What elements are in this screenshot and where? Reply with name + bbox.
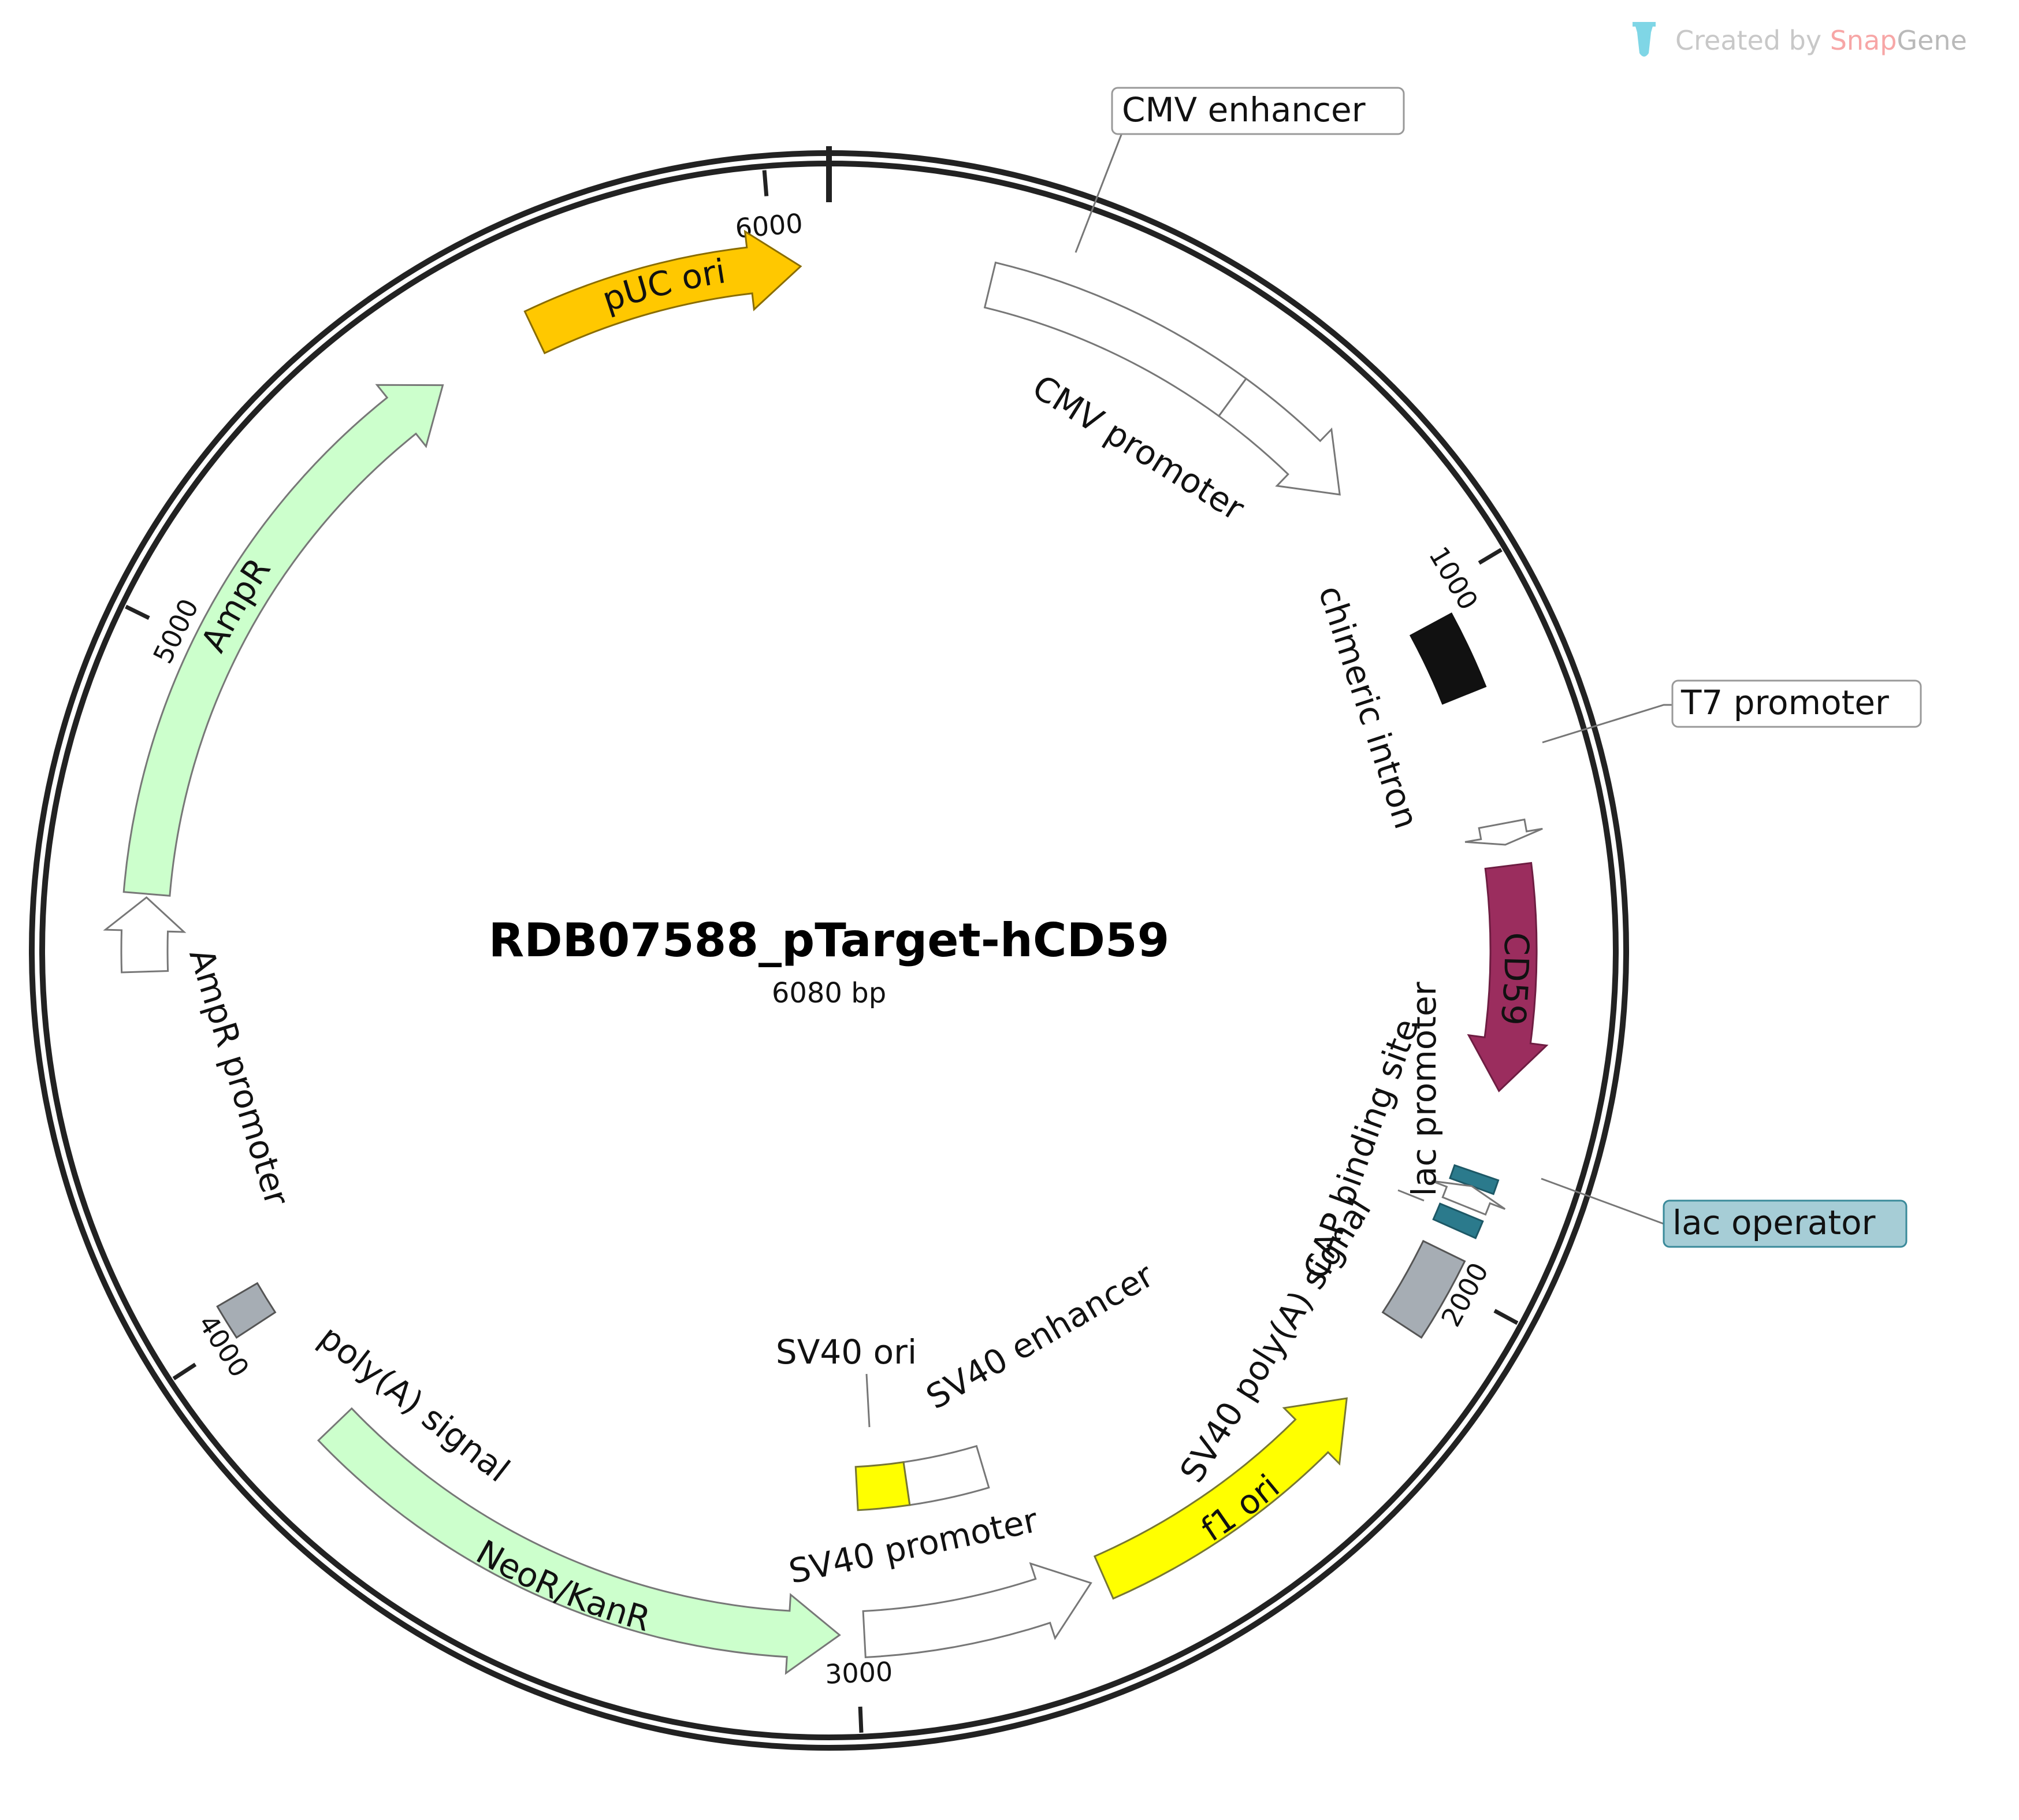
tick-label-3000: 3000 — [824, 1656, 893, 1690]
label-chimeric-intron: chimeric intron — [1311, 581, 1426, 833]
label-ampr-promoter: AmpR promoter — [181, 944, 297, 1210]
tick-5000 — [125, 604, 150, 620]
callouts: CMV enhancer T7 promoter lac operator — [865, 87, 1922, 1428]
label-lac-promoter: lac promoter — [1404, 982, 1444, 1196]
feature-polya-signal[interactable] — [216, 1282, 277, 1339]
feature-cmv-promoter[interactable] — [1217, 377, 1341, 496]
snapgene-logo-icon — [1633, 22, 1656, 57]
watermark-brand-gene: Gene — [1897, 25, 1966, 56]
callout-t7-promoter: T7 promoter — [1680, 683, 1889, 722]
feature-lac-operator[interactable] — [1449, 1164, 1500, 1195]
feature-puc-ori[interactable] — [523, 229, 802, 355]
tick-6000 — [762, 170, 769, 196]
feature-cmv-enhancer[interactable] — [983, 261, 1248, 418]
feature-t7-promoter[interactable] — [1464, 818, 1543, 846]
tick-label-1000: 1000 — [1423, 541, 1484, 615]
tick-3000 — [858, 1706, 864, 1733]
callout-leader-lac-operator — [1541, 1178, 1667, 1226]
tick-1000 — [1478, 548, 1503, 565]
callout-lac-operator: lac operator — [1672, 1203, 1876, 1242]
watermark-brand-snap: Snap — [1830, 25, 1897, 56]
feature-f1-ori[interactable] — [1093, 1397, 1348, 1600]
tick-4000 — [172, 1362, 197, 1381]
feature-sv40-ori[interactable] — [854, 1461, 911, 1511]
feature-sv40-enhancer[interactable] — [902, 1444, 990, 1506]
feature-neor-kanr[interactable] — [317, 1407, 841, 1675]
label-path-cd59: CD59 — [1493, 932, 1536, 1027]
label-sv40-enhancer: SV40 enhancer — [920, 1256, 1161, 1417]
watermark-prefix: Created by — [1675, 25, 1830, 56]
feature-sv40-promoter[interactable] — [862, 1562, 1092, 1658]
callout-box-t7-promoter — [1671, 679, 1922, 728]
callout-leader-inner-lac — [1397, 1189, 1425, 1202]
tick-label-6000: 6000 — [734, 207, 804, 244]
callout-leader-cmv-enhancer — [1074, 120, 1128, 253]
plasmid-name: RDB07588_pTarget-hCD59 — [489, 913, 1170, 967]
feature-lac-promoter[interactable] — [1431, 1180, 1506, 1216]
callout-cmv-enhancer: CMV enhancer — [1122, 90, 1366, 129]
watermark: Created by SnapGene — [1633, 22, 1967, 57]
features — [103, 229, 1549, 1675]
feature-cap-binding-site[interactable] — [1432, 1202, 1484, 1239]
callout-box-cmv-enhancer — [1111, 87, 1405, 135]
feature-ampr[interactable] — [122, 384, 444, 897]
plasmid-length: 6080 bp — [772, 977, 886, 1009]
tick-2000 — [1493, 1309, 1519, 1325]
feature-chimeric-intron[interactable] — [1409, 612, 1487, 705]
feature-ampr-promoter[interactable] — [103, 896, 187, 974]
label-sv40-ori: SV40 ori — [776, 1332, 917, 1372]
feature-cd59[interactable] — [1467, 861, 1549, 1093]
feature-sv40-polya-signal[interactable] — [1381, 1239, 1466, 1339]
label-cd59: CD59 — [1493, 932, 1536, 1027]
callout-box-lac-operator — [1663, 1199, 1908, 1248]
callout-leader-t7-promoter — [1542, 704, 1672, 744]
callout-leader-sv40-ori — [865, 1373, 871, 1428]
svg-text:Created by SnapGene: Created by SnapGene — [1675, 25, 1967, 56]
label-sv40-promoter: SV40 promoter — [786, 1500, 1042, 1592]
